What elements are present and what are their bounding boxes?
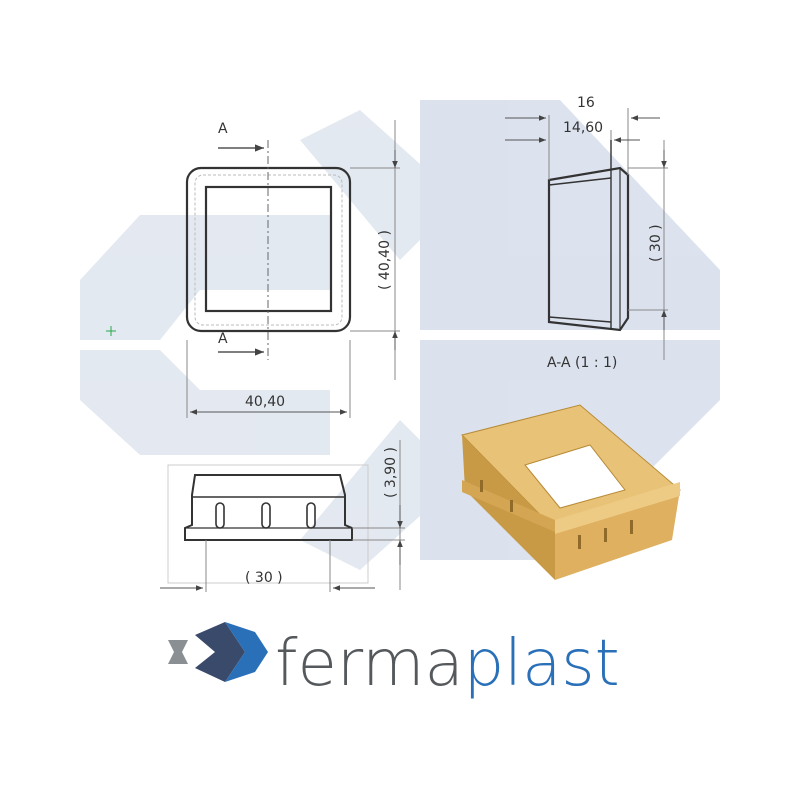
front-view: [185, 120, 400, 418]
section-inner-width-dimension: 14,60: [563, 120, 603, 136]
section-marker-bottom: A: [218, 331, 228, 347]
front-height-dimension: ( 40,40 ): [377, 230, 393, 290]
side-width-dimension: ( 30 ): [245, 570, 283, 586]
fermaplast-logo-mark: [168, 622, 268, 682]
section-view: [505, 108, 668, 360]
section-height-dimension: ( 30 ): [648, 224, 664, 262]
side-ribs: [215, 502, 316, 529]
brand-name-part2: plast: [464, 627, 620, 701]
section-caption: A-A (1 : 1): [547, 355, 617, 371]
side-lip-dimension: ( 3,90 ): [383, 447, 399, 498]
brand-name: fermaplast: [275, 627, 620, 701]
origin-marker: [106, 326, 116, 336]
front-width-dimension: 40,40: [245, 394, 285, 410]
side-view: [160, 440, 405, 592]
section-outer-width-dimension: 16: [577, 95, 595, 111]
brand-name-part1: ferma: [275, 627, 464, 701]
side-view-frame: [167, 464, 369, 584]
part-3d-render: [461, 404, 682, 580]
section-marker-top: A: [218, 121, 228, 137]
